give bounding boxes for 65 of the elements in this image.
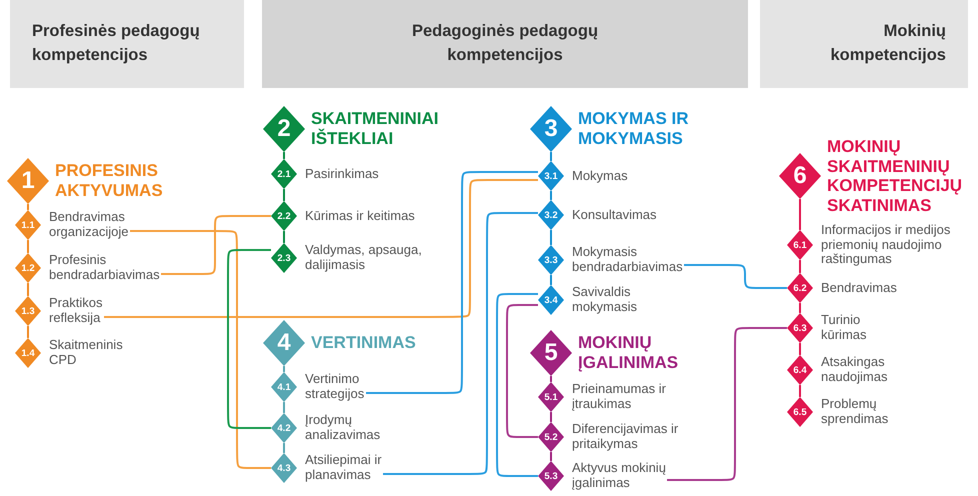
item-label: Problemų sprendimas	[821, 397, 890, 427]
connector-line	[799, 343, 801, 355]
column-heading: Mokinių kompetencijos	[829, 21, 946, 66]
connector-line	[550, 376, 552, 382]
connector-line	[550, 191, 552, 200]
column-heading: Profesinės pedagogų kompetencijos	[32, 21, 201, 66]
connector-line	[283, 366, 285, 372]
connector-line	[550, 452, 552, 461]
connector-line	[799, 303, 801, 313]
connector-line	[799, 199, 801, 230]
connector-line	[283, 152, 285, 159]
connector-line	[550, 230, 552, 245]
connector-line	[684, 264, 787, 289]
connector-line	[27, 283, 29, 296]
connector-line	[550, 275, 552, 285]
item-label: Įrodymų analizavimas	[305, 413, 382, 443]
connector-line	[550, 412, 552, 422]
item-label: Atsiliepimai ir planavimas	[305, 453, 383, 483]
item-label: Bendravimas organizacijoje	[49, 210, 130, 240]
item-label: Turinio kūrimas	[821, 313, 868, 343]
header-band	[262, 0, 748, 88]
connector-line	[283, 443, 285, 453]
area-title: PROFESINIS AKTYVUMAS	[55, 161, 164, 201]
item-label: Profesinis bendradarbiavimas	[49, 253, 161, 283]
connector-line	[130, 230, 271, 469]
connector-line	[283, 402, 285, 413]
area-title: SKAITMENINIAI IŠTEKLIAI	[311, 109, 440, 149]
item-label: Bendravimas	[821, 280, 898, 296]
connector-line	[496, 293, 538, 477]
connector-line	[366, 171, 538, 394]
connector-line	[550, 152, 552, 161]
item-label: Aktyvus mokinių įgalinimas	[572, 461, 667, 491]
area-title: VERTINIMAS	[311, 333, 417, 353]
item-label: Prieinamumas ir įtraukimas	[572, 382, 667, 412]
item-label: Atsakingas naudojimas	[821, 355, 888, 385]
item-label: Diferencijavimas ir pritaikymas	[572, 422, 680, 452]
connector-line	[283, 231, 285, 243]
item-label: Konsultavimas	[572, 208, 658, 222]
item-label: Mokymasis bendradarbiavimas	[572, 245, 684, 275]
item-label: Valdymas, apsauga, dalijimasis	[305, 243, 423, 273]
area-title: MOKYMAS IR MOKYMASIS	[578, 109, 690, 149]
item-label: Savivaldis mokymasis	[572, 285, 638, 315]
header-band	[10, 0, 244, 88]
connector-line	[27, 240, 29, 253]
item-label: Kūrimas ir keitimas	[305, 208, 416, 224]
connector-line	[27, 326, 29, 338]
connector-line	[283, 189, 285, 201]
connector-line	[506, 304, 538, 438]
connector-line	[161, 215, 271, 275]
header-band	[760, 0, 968, 88]
item-label: Pasirinkimas	[305, 166, 380, 182]
item-label: Skaitmeninis CPD	[49, 338, 124, 368]
item-label: Mokymas	[572, 168, 629, 184]
item-label: Praktikos refleksija	[49, 296, 104, 326]
area-title: MOKINIŲ ĮGALINIMAS	[578, 333, 680, 373]
connector-line	[799, 385, 801, 397]
item-label: Informacijos ir medijos priemonių naudojimo raštingumas	[821, 222, 952, 268]
connector-line	[667, 327, 787, 481]
connector-line	[227, 249, 271, 429]
connector-line	[799, 260, 801, 273]
column-heading: Pedagoginės pedagogų kompetencijos	[410, 21, 600, 66]
connector-line	[27, 204, 29, 210]
connector-line	[104, 179, 538, 318]
item-label: Vertinimo strategijos	[305, 372, 366, 402]
area-title: MOKINIŲ SKAITMENINIŲ KOMPETENCIJŲ SKATINIMAS	[827, 136, 964, 216]
